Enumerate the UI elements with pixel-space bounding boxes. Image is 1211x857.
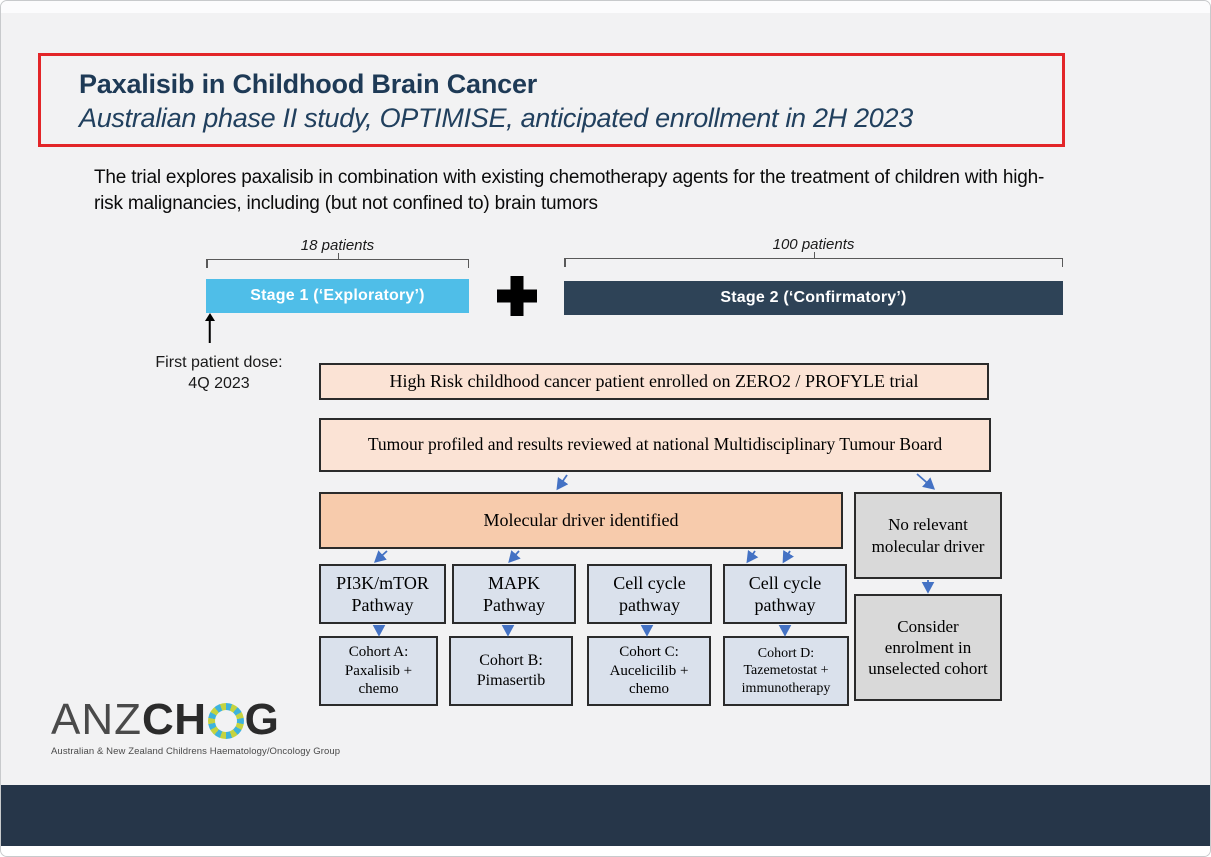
- anzchog-logo: ANZ CH G Australian & New Zealand Childr…: [51, 695, 340, 757]
- first-dose-label: First patient dose: 4Q 2023: [129, 352, 309, 394]
- stage2-bracket: [564, 252, 1063, 267]
- enrollment-box: High Risk childhood cancer patient enrol…: [319, 363, 989, 400]
- cohort-treatment: Aucelicilib + chemo: [609, 662, 689, 698]
- logo-text-ch: CH: [142, 695, 207, 744]
- logo-wordmark: ANZ CH G: [51, 695, 340, 745]
- stage1-bracket: [206, 253, 469, 268]
- stage1-patients-label: 18 patients: [300, 237, 375, 254]
- footer-bar: [1, 785, 1210, 846]
- cohort-name: Cohort C:: [619, 643, 679, 660]
- pathway-box-c: Cell cycle pathway: [587, 564, 712, 624]
- stage2-bar: Stage 2 (‘Confirmatory’): [564, 281, 1063, 315]
- logo-text-g: G: [244, 695, 279, 744]
- stage1-bar: Stage 1 (‘Exploratory’): [206, 279, 469, 313]
- profiling-box: Tumour profiled and results reviewed at …: [319, 418, 991, 472]
- title-box: Paxalisib in Childhood Brain Cancer Aust…: [38, 53, 1065, 147]
- cohort-box-b: Cohort B: Pimasertib: [449, 636, 573, 706]
- bottom-strip: [1, 846, 1210, 856]
- top-strip: [1, 1, 1210, 13]
- cohort-name: Cohort D:: [757, 645, 815, 661]
- pathway-box-a: PI3K/mTOR Pathway: [319, 564, 446, 624]
- consider-enrolment-box: Consider enrolment in unselected cohort: [854, 594, 1002, 701]
- cohort-treatment: Tazemetostat + immunotherapy: [741, 663, 831, 696]
- cohort-treatment: Paxalisib + chemo: [344, 662, 413, 698]
- trial-description: The trial explores paxalisib in combinat…: [94, 167, 1045, 214]
- dna-ring-icon: [207, 703, 244, 739]
- page-subtitle: Australian phase II study, OPTIMISE, ant…: [79, 103, 913, 133]
- page-title: Paxalisib in Childhood Brain Cancer: [79, 69, 538, 99]
- up-arrow-icon: [202, 313, 217, 343]
- stage2-patients-label: 100 patients: [772, 236, 855, 253]
- pathway-box-b: MAPK Pathway: [452, 564, 576, 624]
- logo-text-anz: ANZ: [51, 695, 142, 744]
- first-dose-line1: First patient dose:: [155, 354, 283, 371]
- cohort-name: Cohort B:: [479, 652, 543, 669]
- plus-icon: [497, 276, 537, 316]
- cohort-box-a: Cohort A: Paxalisib + chemo: [319, 636, 438, 706]
- first-dose-line2: 4Q 2023: [188, 375, 250, 392]
- cohort-box-c: Cohort C: Aucelicilib + chemo: [587, 636, 711, 706]
- driver-identified-box: Molecular driver identified: [319, 492, 843, 549]
- cohort-treatment: Pimasertib: [476, 672, 546, 689]
- no-driver-box: No relevant molecular driver: [854, 492, 1002, 579]
- logo-tagline: Australian & New Zealand Childrens Haema…: [51, 746, 341, 757]
- pathway-box-d: Cell cycle pathway: [723, 564, 847, 624]
- cohort-box-d: Cohort D: Tazemetostat + immunotherapy: [723, 636, 849, 706]
- cohort-name: Cohort A:: [348, 643, 409, 660]
